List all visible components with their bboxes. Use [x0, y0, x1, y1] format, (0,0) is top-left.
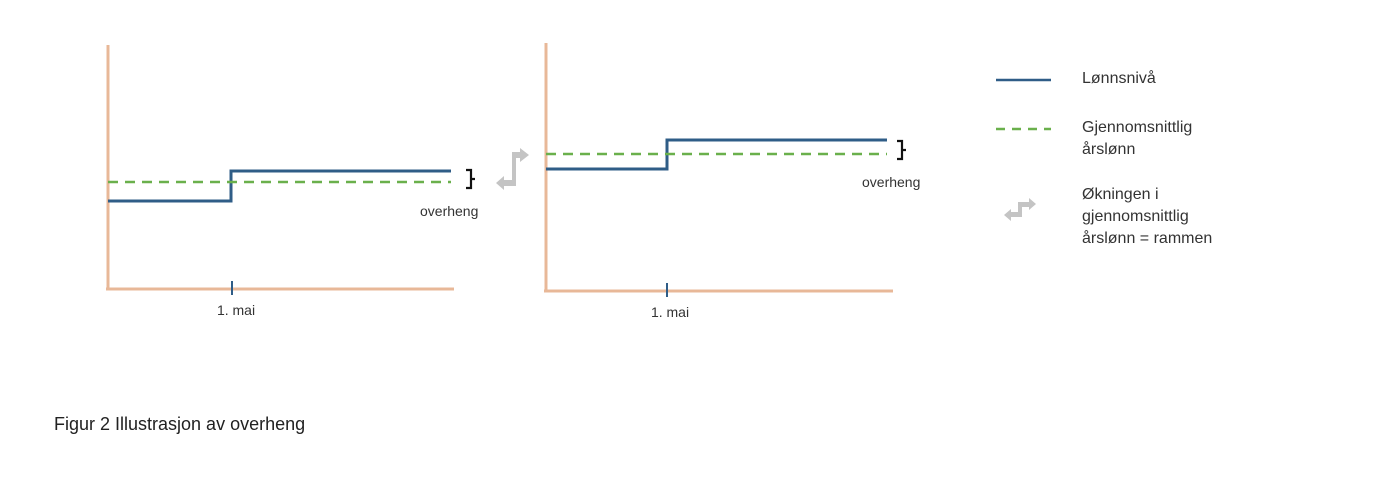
panel-1-overheng-label: overheng: [420, 203, 478, 219]
legend-salary-level: Lønnsnivå: [1082, 69, 1156, 87]
legend-step-arrow-icon: [1004, 198, 1036, 221]
legend-increase-line-2: gjennomsnittlig: [1082, 208, 1189, 225]
legend-increase-line-3: årslønn = rammen: [1082, 229, 1212, 247]
panel-2-tick-label: 1. mai: [651, 304, 689, 320]
legend-increase-line-1: Økningen i: [1082, 186, 1159, 203]
panel-2-overheng-bracket: [897, 139, 906, 161]
panel-1-overheng-bracket: [466, 168, 475, 190]
panel-1: 1. mai overheng: [106, 45, 478, 318]
panel-1-salary-line: [108, 169, 451, 203]
legend-average-salary-line-2: årslønn: [1082, 140, 1135, 158]
step-arrow-icon: [496, 148, 529, 190]
figure-caption: Figur 2 Illustrasjon av overheng: [54, 414, 306, 434]
legend-average-salary-line-1: Gjennomsnittlig: [1082, 119, 1192, 136]
panel-2-overheng-label: overheng: [862, 174, 920, 190]
legend: Lønnsnivå Gjennomsnittlig årslønn Økning…: [996, 69, 1212, 247]
panel-2: 1. mai overheng: [544, 43, 920, 320]
panel-1-tick-label: 1. mai: [217, 302, 255, 318]
